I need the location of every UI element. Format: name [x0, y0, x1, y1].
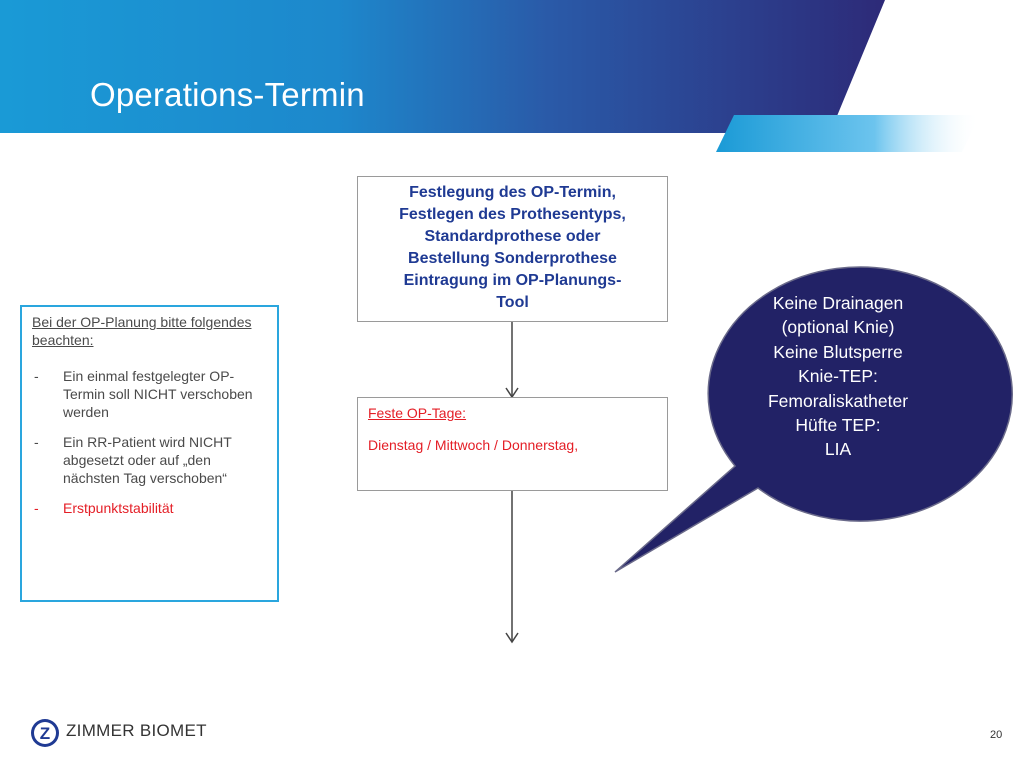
op-days-box: Feste OP-Tage: Dienstag / Mittwoch / Don… [357, 397, 668, 491]
op-days-list: Dienstag / Mittwoch / Donnerstag, [368, 437, 579, 453]
process-line: Eintragung im OP-Planungs- [403, 272, 622, 289]
bubble-line: LIA [824, 439, 852, 460]
process-line: Standardprothese oder [424, 228, 601, 245]
header-banner [0, 0, 980, 152]
list-item: Ein einmal festgelegter OP-Termin soll N… [32, 367, 267, 421]
list-item: Ein RR-Patient wird NICHT abgesetzt oder… [32, 433, 267, 487]
process-line: Festlegung des OP-Termin, [409, 184, 616, 201]
notes-intro: Bei der OP-Planung bitte folgendes beach… [32, 314, 252, 348]
bubble-line: Femoraliskatheter [767, 390, 909, 411]
process-line: Bestellung Sonderprothese [408, 250, 617, 267]
bubble-line: Knie-TEP: [798, 366, 878, 387]
slide-title: Operations-Termin [90, 76, 365, 113]
zimmer-biomet-logo-icon: Z [31, 719, 59, 747]
op-days-heading: Feste OP-Tage: [368, 405, 467, 421]
planning-notes-box: Bei der OP-Planung bitte folgendes beach… [20, 305, 279, 602]
process-line: Tool [496, 294, 529, 311]
notes-list: Ein einmal festgelegter OP-Termin soll N… [32, 367, 267, 517]
bubble-line: Keine Drainagen [772, 293, 904, 313]
process-line: Festlegen des Prothesentyps, [399, 206, 626, 223]
bubble-line: Keine Blutsperre [773, 341, 903, 362]
process-step-box: Festlegung des OP-Termin, Festlegen des … [357, 176, 668, 322]
page-number: 20 [990, 729, 1003, 741]
bubble-line: (optional Knie) [781, 317, 895, 338]
speech-bubble-text: Keine Drainagen (optional Knie) Keine Bl… [722, 291, 954, 462]
brand-name: ZIMMER BIOMET [66, 721, 207, 740]
bubble-line: Hüfte TEP: [795, 415, 881, 436]
list-item: Erstpunktstabilität [32, 499, 267, 517]
logo-mark: Z [40, 724, 50, 743]
